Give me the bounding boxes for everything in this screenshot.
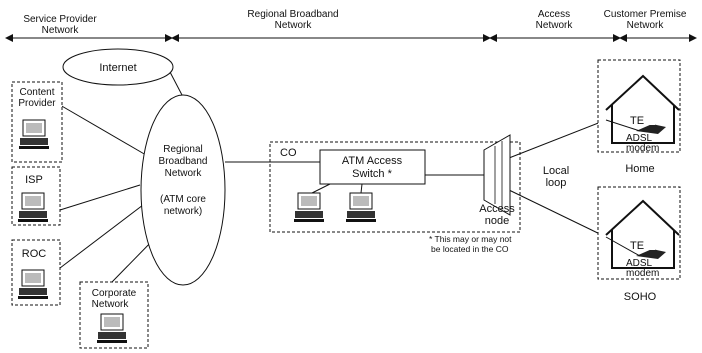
footnote-line-1: * This may or may not — [429, 234, 512, 244]
house-icon — [605, 74, 680, 144]
te-home-label: TE — [630, 115, 644, 127]
regional-label-2: Broadband — [159, 156, 208, 167]
computer-icon — [18, 192, 48, 222]
computer-icon — [19, 119, 49, 149]
segment-label-customer-1: Customer Premise — [604, 9, 687, 20]
corporate-label-1: Corporate — [92, 288, 137, 299]
regional-label-5: network) — [164, 206, 202, 217]
content-provider-label-2: Provider — [18, 98, 56, 109]
access-node-shape — [483, 134, 511, 216]
content-provider-label-1: Content — [19, 87, 54, 98]
computer-icon — [294, 192, 324, 222]
footnote-line-2: be located in the CO — [431, 244, 509, 254]
regional-label-4: (ATM core — [160, 194, 206, 205]
regional-label-1: Regional — [163, 144, 202, 155]
segment-label-access-2: Network — [536, 20, 574, 31]
adsl-soho-label-1: ADSL — [626, 258, 653, 269]
isp-label: ISP — [25, 174, 43, 186]
segment-label-service-provider-1: Service Provider — [23, 14, 97, 25]
atm-switch-label-2: Switch * — [352, 168, 392, 180]
house-icon — [605, 199, 680, 269]
co-label: CO — [280, 147, 297, 159]
segment-label-regional-2: Network — [275, 20, 313, 31]
modem-icon — [636, 123, 666, 134]
segment-label-service-provider-2: Network — [42, 25, 80, 36]
segment-label-regional-1: Regional Broadband — [247, 9, 338, 20]
local-loop-label-2: loop — [546, 177, 567, 189]
regional-broadband-network-node — [140, 94, 226, 286]
segment-label-customer-2: Network — [627, 20, 665, 31]
adsl-home-label-2: modem — [626, 143, 659, 154]
local-loop-label-1: Local — [543, 165, 569, 177]
corporate-label-2: Network — [92, 299, 130, 310]
te-soho-label: TE — [630, 240, 644, 252]
computer-icon — [346, 192, 376, 222]
computer-icon — [18, 269, 48, 299]
atm-access-switch-box — [319, 149, 426, 185]
adsl-soho-label-2: modem — [626, 268, 659, 279]
internet-label: Internet — [99, 62, 136, 74]
atm-switch-label-1: ATM Access — [342, 155, 403, 167]
roc-label: ROC — [22, 248, 47, 260]
adsl-home-label-1: ADSL — [626, 133, 653, 144]
access-node-label-1: Access — [479, 203, 515, 215]
soho-label: SOHO — [624, 291, 657, 303]
segment-label-access-1: Access — [538, 9, 570, 20]
internet-node — [62, 48, 174, 86]
home-label: Home — [625, 163, 654, 175]
connection-lines — [59, 71, 607, 283]
modem-icon — [636, 248, 666, 259]
access-node-label-2: node — [485, 215, 509, 227]
computer-icon — [97, 313, 127, 343]
co-box — [269, 141, 521, 233]
regional-label-3: Network — [165, 168, 203, 179]
